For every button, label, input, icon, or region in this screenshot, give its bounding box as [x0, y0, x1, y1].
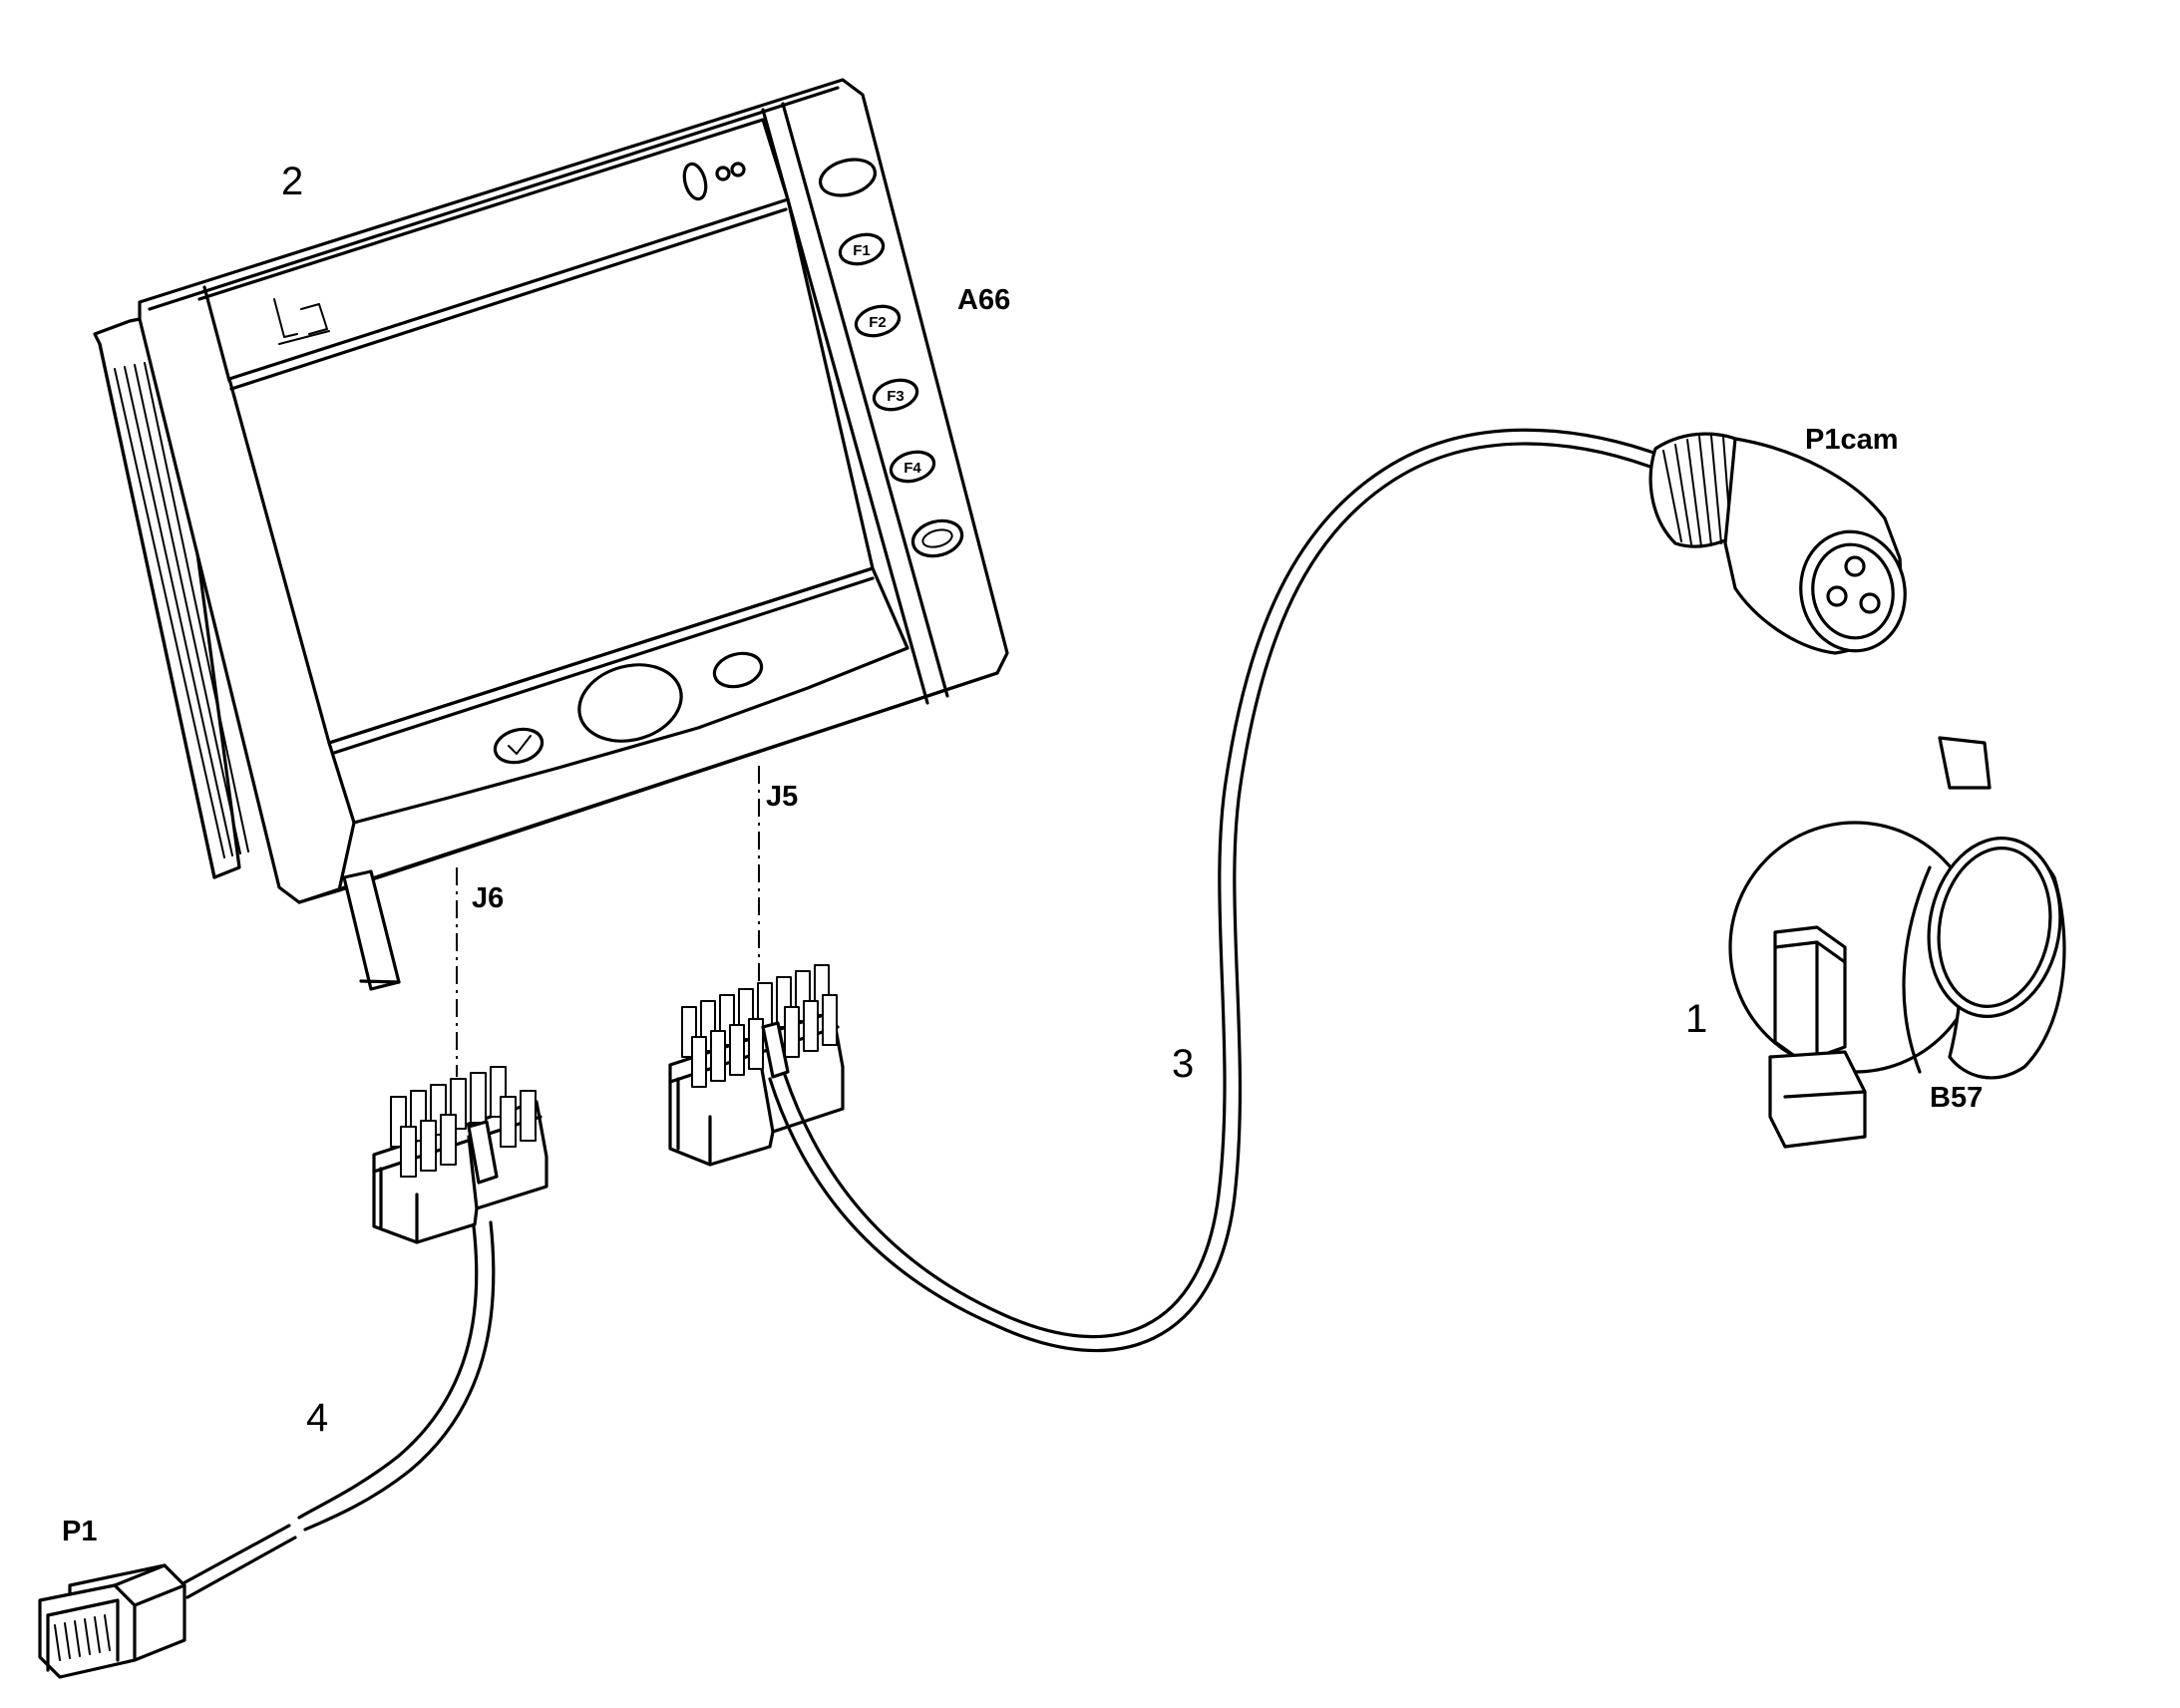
label-display-id: A66: [957, 284, 1010, 316]
label-power-plug: P1: [62, 1516, 97, 1547]
label-connector-j6: J6: [472, 882, 504, 914]
label-display-ref: 2: [281, 160, 303, 203]
connector-p1cam: [1648, 432, 1907, 655]
check-key: [493, 727, 545, 765]
connector-j5: [668, 964, 845, 1167]
f1-key: F1: [838, 232, 886, 266]
label-camera-id: B57: [1930, 1082, 1983, 1114]
label-power-ref: 4: [306, 1396, 328, 1440]
round-key: [712, 651, 764, 689]
connector-j6: [372, 1066, 548, 1244]
plug-p1: [38, 1563, 186, 1679]
harness-3: [768, 428, 1661, 1353]
f3-key-label: F3: [887, 388, 905, 405]
f2-key-label: F2: [869, 314, 887, 331]
f1-key-label: F1: [853, 242, 871, 259]
harness-4: [178, 1220, 496, 1599]
f2-key: F2: [854, 304, 902, 338]
display-unit: F1 F2 F3 F4: [93, 78, 1009, 991]
menu-key: [818, 158, 878, 197]
camera-b57: [1728, 736, 2066, 1149]
f3-key: F3: [872, 378, 919, 412]
label-harness-ref: 3: [1172, 1042, 1194, 1086]
label-camera-connector: P1cam: [1805, 424, 1899, 456]
main-knob: [577, 663, 683, 743]
camera-select-key: [910, 518, 964, 558]
label-camera-ref: 1: [1685, 997, 1707, 1041]
f4-key: F4: [889, 450, 936, 484]
label-connector-j5: J5: [766, 781, 798, 813]
f4-key-label: F4: [904, 460, 921, 477]
